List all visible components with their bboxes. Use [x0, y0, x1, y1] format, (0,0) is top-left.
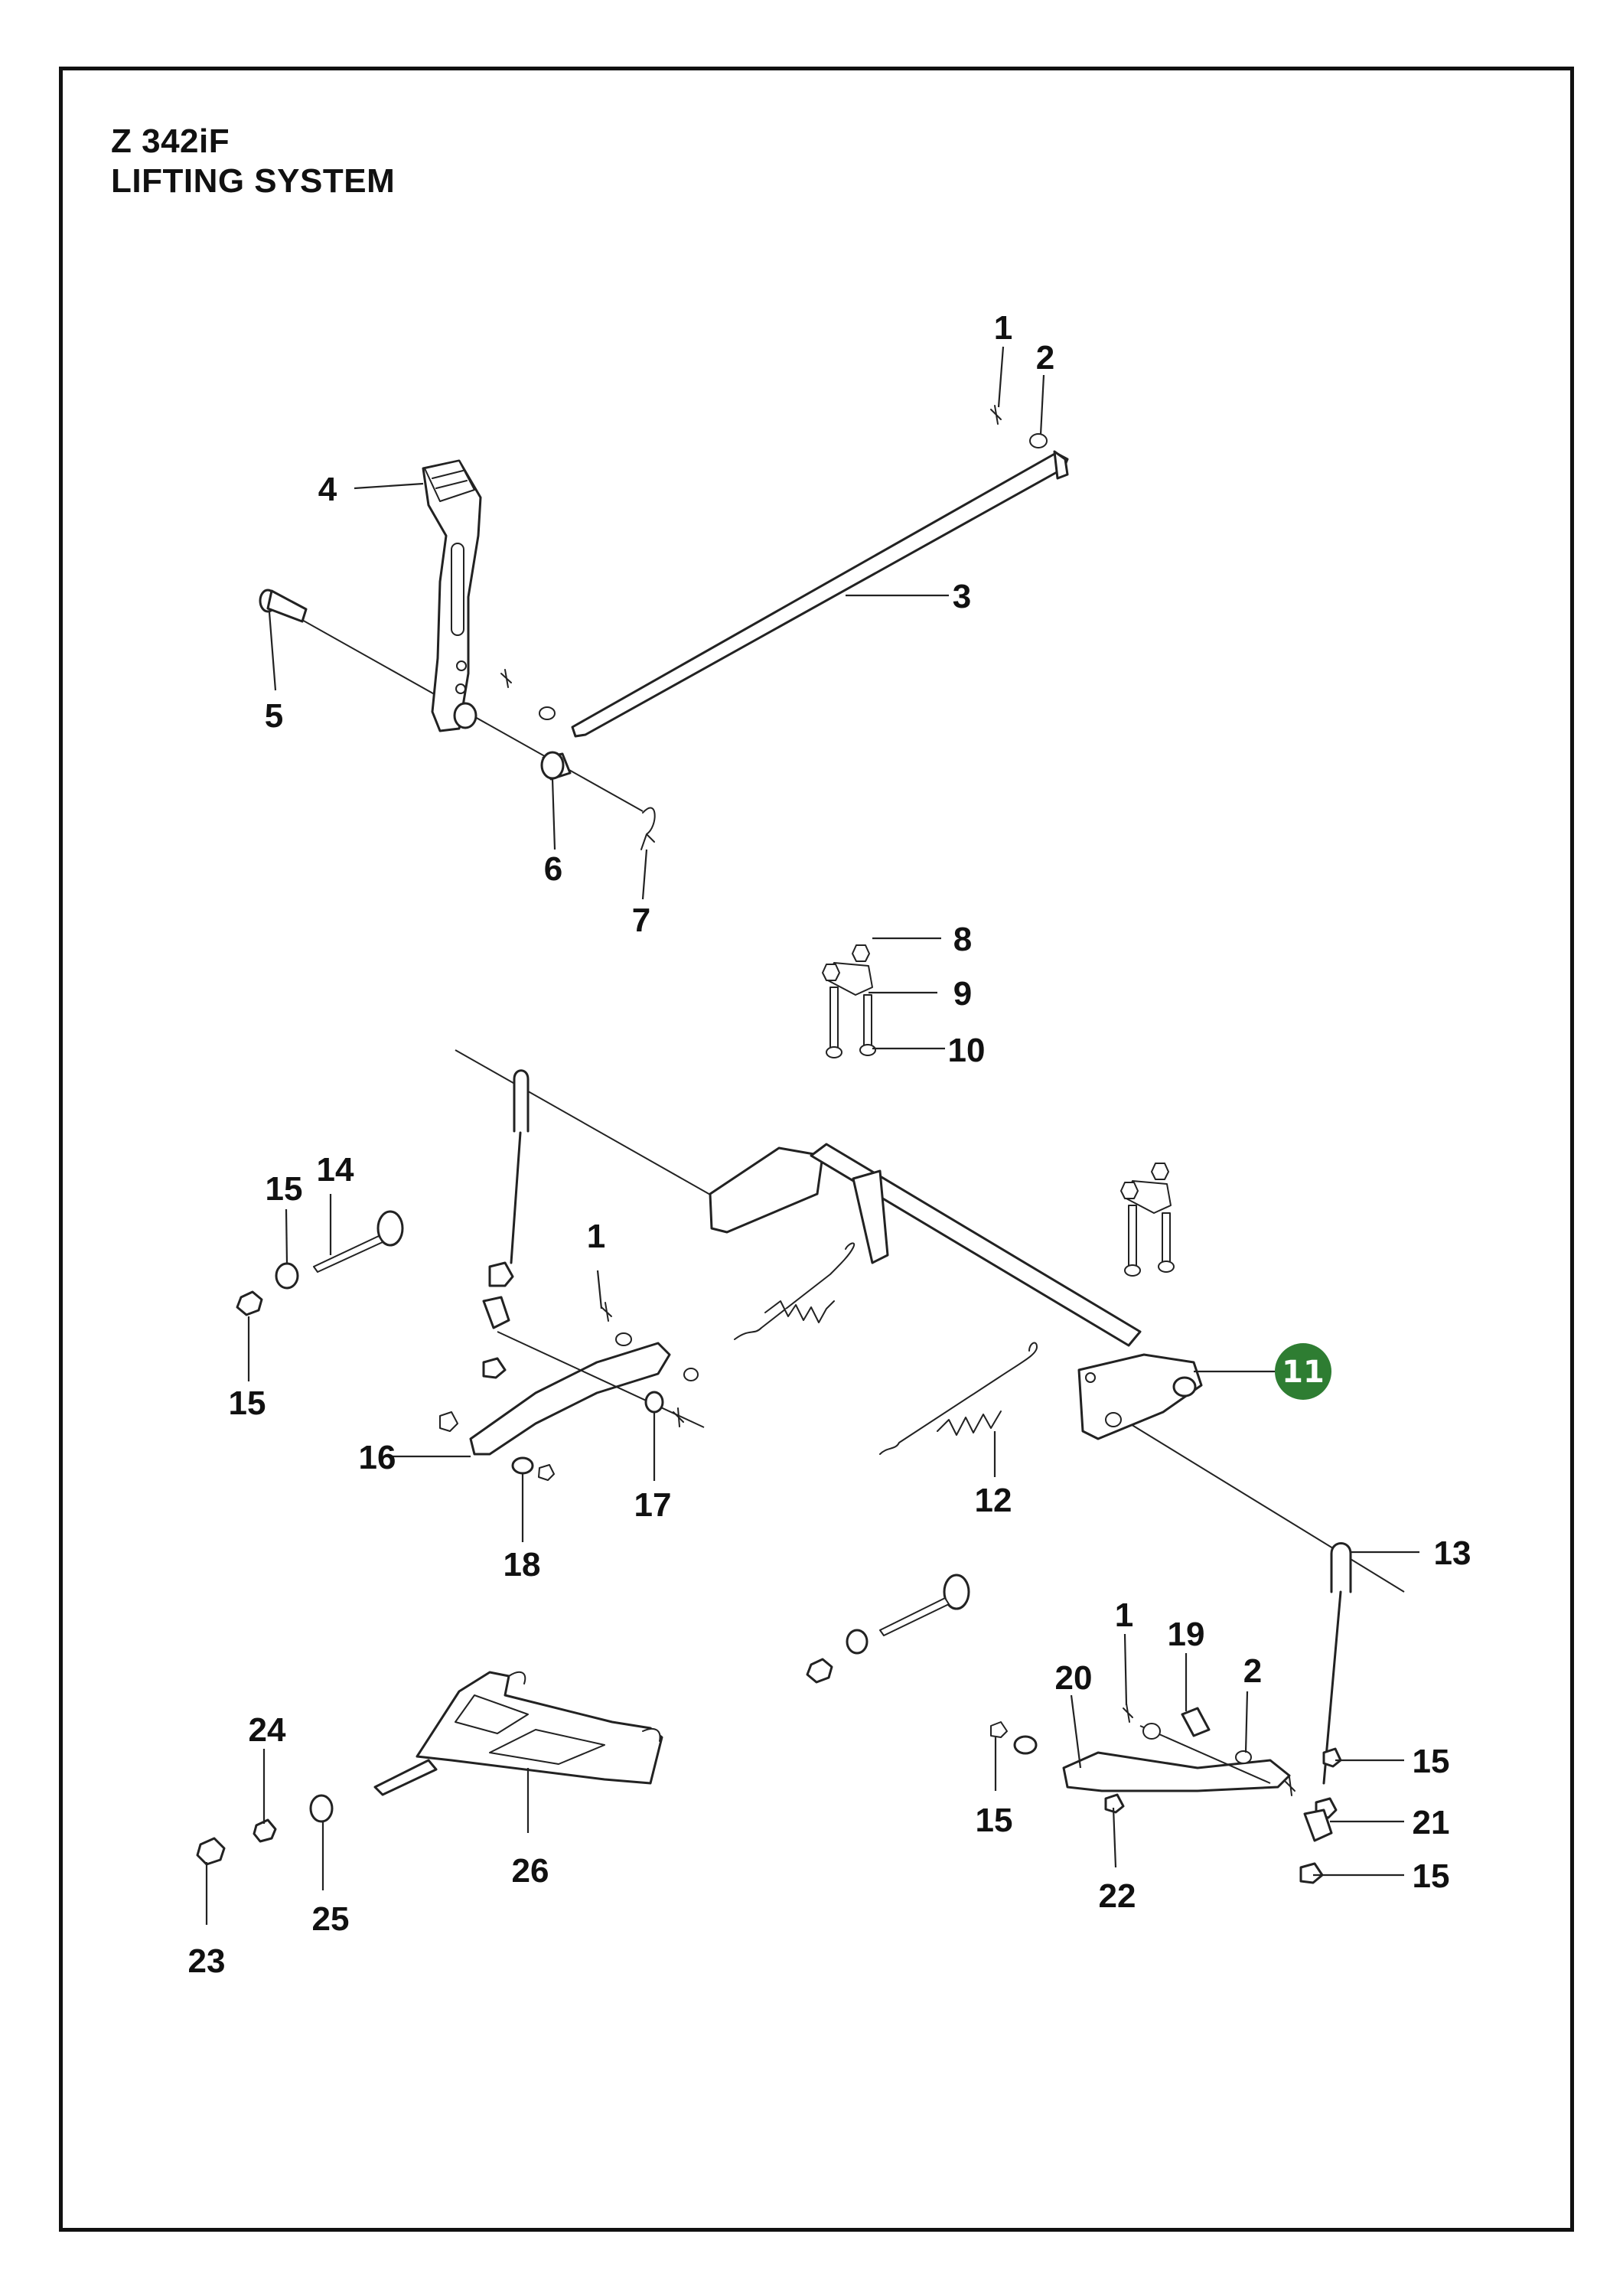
- callout-24: 24: [249, 1711, 286, 1749]
- cotter-pin-1c: [1123, 1703, 1133, 1723]
- callout-15-right-lower: 15: [1413, 1857, 1450, 1895]
- pedal-slot: [451, 543, 464, 636]
- link-plate-20: [1062, 1751, 1291, 1792]
- left-link-assembly: [236, 1069, 705, 1481]
- washer-2b: [1235, 1750, 1252, 1764]
- shaft-axis-line: [455, 1049, 712, 1196]
- callout-20: 20: [1055, 1659, 1093, 1697]
- bracket-hardware: [822, 944, 1175, 1277]
- spring-upper: [734, 1242, 855, 1340]
- callout-5: 5: [265, 697, 283, 735]
- shaft-arm: [852, 1169, 889, 1264]
- trunnion-left: [482, 1296, 510, 1329]
- callout-13: 13: [1434, 1534, 1471, 1572]
- height-pedal-assembly: [196, 1671, 663, 1866]
- callout-11: 11: [1282, 1355, 1325, 1390]
- cotter-pin: [500, 669, 512, 688]
- model-title: Z 342iF: [111, 122, 230, 160]
- drawing-frame: [59, 67, 1574, 2232]
- washer: [539, 706, 556, 720]
- callout-21: 21: [1413, 1804, 1450, 1841]
- washer-25: [309, 1794, 334, 1823]
- highlight-marker: [1275, 1343, 1331, 1400]
- callout-1: 1: [994, 309, 1012, 347]
- eye-bolt-eye: [376, 1210, 404, 1247]
- vertical-rod-right-hook: [1330, 1542, 1352, 1593]
- callout-17: 17: [634, 1486, 672, 1524]
- cotter-pin-1b: [601, 1302, 612, 1322]
- eye-bolt-thread: [313, 1235, 383, 1273]
- pin-19: [1181, 1707, 1211, 1737]
- callout-14: 14: [317, 1151, 354, 1189]
- callout-1-middle: 1: [587, 1218, 605, 1255]
- bolt-10a: [829, 987, 839, 1049]
- callout-1-lower: 1: [1115, 1596, 1133, 1634]
- callout-4: 4: [318, 471, 337, 508]
- callout-23: 23: [188, 1942, 226, 1980]
- callout-15-right-left: 15: [976, 1802, 1013, 1839]
- washer-17: [644, 1391, 664, 1414]
- washer-15a: [275, 1262, 299, 1290]
- bolt-10b: [863, 994, 872, 1049]
- callout-2: 2: [1036, 339, 1054, 377]
- vertical-rod-left: [510, 1131, 522, 1264]
- callout-16: 16: [359, 1439, 396, 1476]
- callout-3: 3: [953, 578, 971, 615]
- nut-24: [253, 1818, 277, 1843]
- callout-12: 12: [975, 1482, 1012, 1519]
- callout-26: 26: [512, 1852, 549, 1890]
- cap-nut-23: [196, 1837, 226, 1866]
- callout-numbers: 1 2 4 3 5 6 7 8 9 10 15 14 15 1 11 16 17…: [188, 309, 1471, 1980]
- leader-lines: [205, 346, 1419, 1925]
- pedal-shaft: [373, 1759, 438, 1796]
- callout-15-upper: 15: [266, 1170, 303, 1208]
- washer-18: [511, 1456, 534, 1475]
- section-title: LIFTING SYSTEM: [111, 162, 396, 200]
- callout-9: 9: [953, 975, 972, 1013]
- nut-15b: [236, 1290, 263, 1316]
- pedal-assembly: [259, 405, 1069, 850]
- lift-shaft-assembly: [455, 1049, 1405, 1593]
- lift-rod: [571, 452, 1069, 738]
- callout-19: 19: [1168, 1616, 1205, 1653]
- callout-25: 25: [312, 1900, 350, 1938]
- spring-lower: [879, 1342, 1038, 1455]
- trunnion-21: [1303, 1808, 1333, 1842]
- callout-6: 6: [544, 850, 562, 888]
- callout-2-lower: 2: [1243, 1652, 1262, 1690]
- bolt-16: [439, 1411, 458, 1432]
- hairpin-clip: [640, 807, 656, 850]
- washer-top: [1029, 433, 1048, 448]
- callout-15-right-upper: 15: [1413, 1743, 1450, 1780]
- clevis-pin-shaft: [266, 589, 308, 623]
- shaft-left-plate: [709, 1146, 824, 1234]
- shaft-tube: [810, 1143, 1142, 1347]
- springs: [734, 1242, 1038, 1455]
- pedal-bracket-26: [416, 1671, 663, 1785]
- pedal-pivot: [453, 702, 477, 729]
- cotter-pin-top: [990, 405, 1002, 425]
- callout-18: 18: [504, 1546, 541, 1583]
- callout-7: 7: [632, 902, 650, 939]
- link-plate-left: [469, 1342, 671, 1456]
- vertical-rod-left-hook: [513, 1069, 530, 1133]
- nut-8: [852, 944, 870, 962]
- callout-8: 8: [953, 921, 972, 958]
- bolt-22: [1104, 1793, 1125, 1814]
- callout-22: 22: [1099, 1877, 1136, 1915]
- callout-15-lower: 15: [229, 1384, 266, 1422]
- right-link-assembly: [806, 1542, 1352, 1884]
- lift-rod-bend: [1053, 450, 1069, 480]
- callout-10: 10: [948, 1032, 986, 1069]
